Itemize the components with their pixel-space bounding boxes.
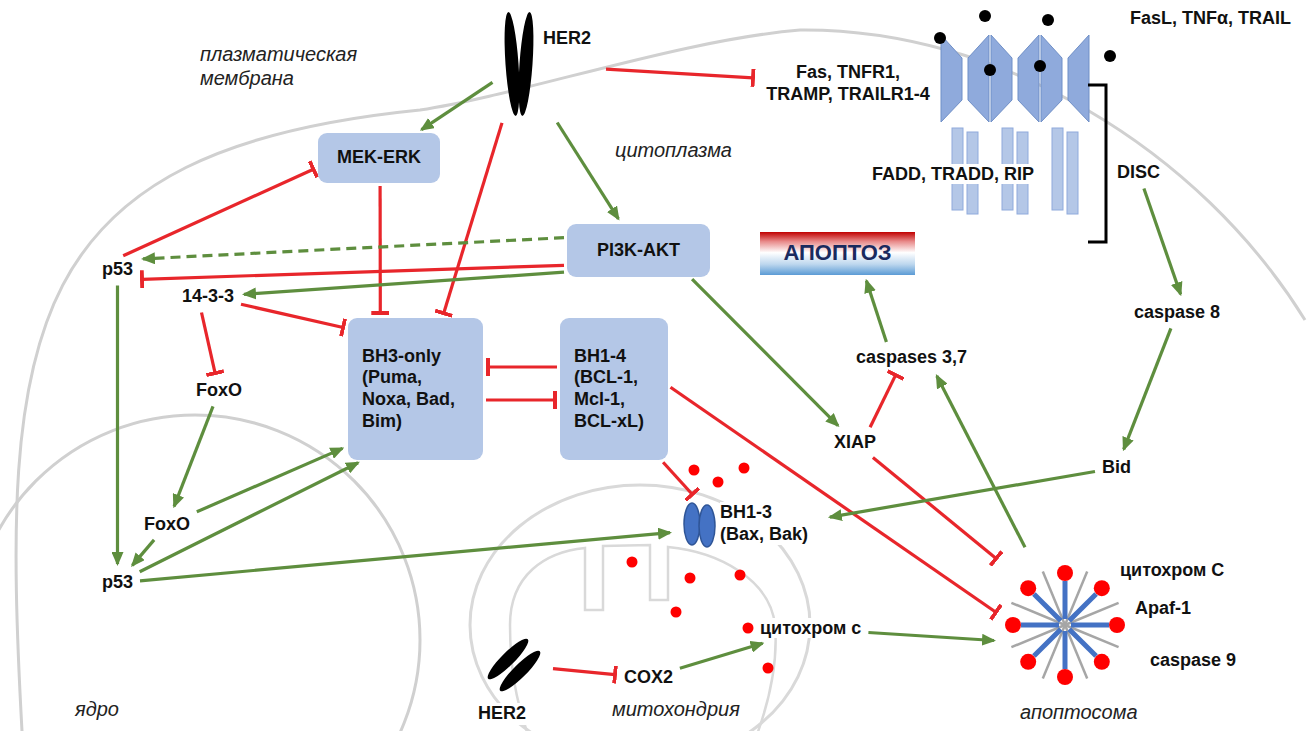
inhibition-line	[241, 304, 343, 327]
activation-arrow	[680, 643, 763, 668]
activation-arrow	[174, 406, 213, 506]
node-text: DISC	[1117, 162, 1160, 182]
receptor-node: HER2	[495, 8, 603, 120]
node-text: FADD, TRADD, RIP	[872, 164, 1034, 184]
node-text: HER2	[478, 703, 526, 725]
node-text: caspases 3,7	[856, 347, 967, 367]
activation-arrow	[937, 376, 1025, 547]
node-text: цитохром c	[760, 618, 861, 638]
complex-label: DISC	[1113, 160, 1164, 186]
pore-node: BH1-3 (Bax, Bak)	[676, 498, 824, 550]
region-label: FasL, TNFα, TRAIL	[1130, 8, 1291, 30]
apoptosis-box: АПОПТОЗ	[760, 232, 915, 275]
activation-arrow	[244, 272, 564, 294]
region-label: митохондрия	[612, 697, 740, 721]
adaptor-list: FADD, TRADD, RIP	[868, 162, 1038, 188]
inhibition-line	[486, 398, 555, 401]
node-text: HER2	[543, 28, 591, 50]
protein-label: XIAP	[830, 430, 880, 456]
protein-label: 14-3-3	[178, 284, 238, 310]
node-text: XIAP	[834, 432, 876, 452]
node-text: caspase 8	[1134, 302, 1220, 322]
node-text: Bid	[1102, 457, 1131, 477]
node-text: BH3-only (Puma, Noxa, Bad, Bim)	[362, 346, 469, 432]
node-text: PI3K-AKT	[597, 240, 680, 262]
protein-label: FoxO	[192, 378, 246, 404]
node-text: p53	[102, 259, 133, 279]
node-text: BH1-3 (Bax, Bak)	[720, 502, 815, 545]
region-label: цитоплазма	[615, 138, 732, 162]
activation-arrow	[557, 123, 618, 219]
protein-label: COX2	[620, 665, 677, 691]
apoptosome: цитохром C Apaf-1 caspase 9 апоптосома	[1000, 550, 1250, 726]
activation-arrow	[140, 463, 358, 572]
protein-label: FoxO	[140, 512, 194, 538]
ligand-dots	[934, 10, 1116, 76]
region-label: ядро	[75, 697, 119, 721]
plasma-membrane	[16, 30, 1305, 731]
receptor-icon	[495, 8, 603, 120]
activation-arrow	[866, 281, 886, 342]
activation-arrow	[422, 82, 493, 129]
activation-arrow	[830, 472, 1095, 518]
node-text: апоптосома	[1020, 700, 1138, 724]
node-text: p53	[102, 572, 133, 592]
node-text: FoxO	[144, 514, 190, 534]
activation-arrow	[132, 540, 154, 566]
activation-arrow	[140, 533, 670, 581]
node-text: FoxO	[196, 380, 242, 400]
receptor-list: Fas, TNFR1, TRAMP, TRAILR1-4	[758, 60, 938, 107]
activation-arrow	[143, 238, 564, 259]
activation-arrow	[868, 633, 994, 641]
region-label: плазматическая мембрана	[200, 42, 375, 90]
activation-arrow	[1144, 188, 1181, 294]
pathway-box: PI3K-AKT	[567, 224, 710, 277]
inhibition-line	[488, 365, 557, 368]
inhibition-line	[671, 387, 996, 612]
pathway-box: BH1-4 (BCL-1, Mcl-1, BCL-xL)	[560, 318, 668, 460]
node-text: 14-3-3	[182, 286, 234, 306]
disc-bracket	[1088, 85, 1106, 242]
node-text: BH1-4 (BCL-1, Mcl-1, BCL-xL)	[574, 346, 654, 432]
protein-label: caspases 3,7	[852, 345, 971, 371]
pathway-box: BH3-only (Puma, Noxa, Bad, Bim)	[348, 318, 483, 460]
node-text: АПОПТОЗ	[783, 240, 891, 266]
inhibition-line	[123, 169, 313, 256]
node-text: Apaf-1	[1135, 598, 1191, 620]
protein-label: p53	[98, 257, 137, 283]
inhibition-line	[870, 375, 896, 427]
node-text: COX2	[624, 667, 673, 687]
node-text: цитохром C	[1120, 560, 1224, 582]
inhibition-line	[606, 69, 753, 78]
activation-arrow	[692, 279, 838, 426]
activation-arrow	[116, 286, 119, 564]
inhibition-line	[444, 123, 502, 313]
protein-label: цитохром c	[756, 616, 865, 642]
pathway-box: MEK-ERK	[318, 133, 440, 183]
protein-label: caspase 8	[1130, 300, 1224, 326]
mitochondrion-cristae	[510, 545, 776, 731]
node-text: caspase 9	[1150, 650, 1236, 672]
receptor-illustration	[941, 35, 1089, 214]
inhibition-line	[202, 313, 216, 374]
inhibition-line	[553, 669, 615, 675]
node-text: Fas, TNFR1, TRAMP, TRAILR1-4	[766, 62, 930, 104]
inhibition-line	[663, 462, 692, 494]
inhibition-line	[379, 186, 382, 313]
protein-label: Bid	[1098, 455, 1135, 481]
cytochrome-dots	[627, 463, 774, 674]
activation-arrow	[1124, 328, 1171, 449]
protein-label: p53	[98, 570, 137, 596]
node-text: MEK-ERK	[337, 147, 421, 169]
receptor-node: HER2	[478, 635, 550, 727]
